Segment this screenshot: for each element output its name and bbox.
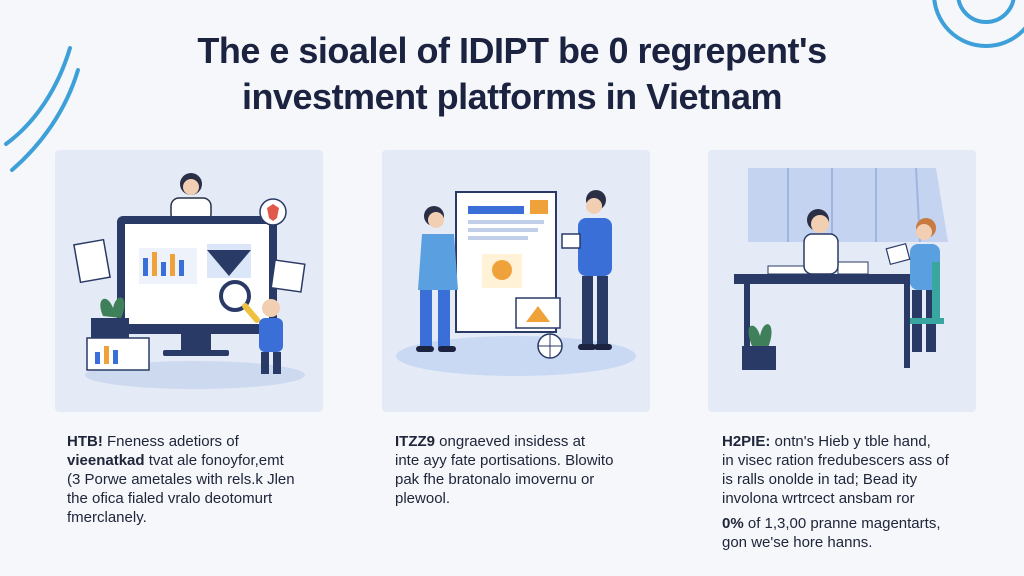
caption-1-line-3: (3 Porwe ametales with rels.k Jlen — [67, 471, 295, 488]
decorative-arc-right-icon — [932, 0, 1024, 48]
decorative-arc-left-icon — [4, 46, 80, 172]
office-desk-illustration — [734, 167, 948, 370]
caption-3-line-6: gon we'se hore hanns. — [722, 534, 873, 551]
caption-1-line-4: the ofica fialed vralo deotomurt — [67, 490, 273, 507]
caption-3-line-5-lead: 0% — [722, 515, 744, 532]
title-line-1: The e sioalel of IDIPT be 0 regrepent's — [197, 30, 827, 71]
title-line-2: investment platforms in Vietnam — [242, 76, 782, 117]
panel-monitor-analytics — [55, 150, 323, 412]
presentation-board-illustration — [396, 190, 636, 376]
caption-1-line-5: fmerclanely. — [67, 509, 147, 526]
caption-1-lead: HTB! — [67, 433, 103, 450]
caption-1-line-2-lead: vieenatkad — [67, 452, 145, 469]
page-title: The e sioalel of IDIPT be 0 regrepent's … — [0, 28, 1024, 120]
caption-1: HTB! Fneness adetiors of vieenatkad tvat… — [67, 432, 357, 527]
caption-1-line-2: vieenatkad tvat ale fonoyfor,emt — [67, 451, 357, 470]
caption-1-line-1: HTB! Fneness adetiors of — [67, 432, 357, 451]
caption-2-lead: ITZZ9 — [395, 433, 435, 450]
caption-2-line-3: pak fhe bratonalo imovernu or — [395, 471, 595, 488]
caption-3-line-1: H2PIE: ontn's Hieb y tble hand, — [722, 432, 1012, 451]
caption-2-line-1-text: ongraeved insidess at — [435, 433, 586, 450]
caption-3-line-1-text: ontn's Hieb y tble hand, — [770, 433, 931, 450]
caption-3-line-2: in visec ration fredubescers ass of — [722, 452, 949, 469]
caption-1-line-1-text: Fneness adetiors of — [102, 433, 239, 450]
caption-2-line-4: plewool. — [395, 490, 451, 507]
panel-presentation-board — [382, 150, 650, 412]
caption-3-line-4: involona wrtrcect ansbam ror — [722, 490, 915, 507]
panel-office-desk — [708, 150, 976, 412]
monitor-analytics-illustration — [73, 173, 306, 389]
caption-2-line-1: ITZZ9 ongraeved insidess at — [395, 432, 685, 451]
caption-2-line-2: inte ayy fate portisations. Blowito — [395, 452, 614, 469]
caption-3-lead: H2PIE: — [722, 433, 771, 450]
caption-3-line-5: 0% of 1,3,00 pranne magentarts, — [722, 514, 1012, 533]
caption-3-line-3: is ralls onolde in tad; Bead ity — [722, 471, 918, 488]
caption-3-line-5-text: of 1,3,00 pranne magentarts, — [743, 515, 941, 532]
caption-2: ITZZ9 ongraeved insidess at inte ayy fat… — [395, 432, 685, 508]
caption-3: H2PIE: ontn's Hieb y tble hand, in visec… — [722, 432, 1012, 552]
caption-1-line-2-text: tvat ale fonoyfor,emt — [144, 452, 284, 469]
